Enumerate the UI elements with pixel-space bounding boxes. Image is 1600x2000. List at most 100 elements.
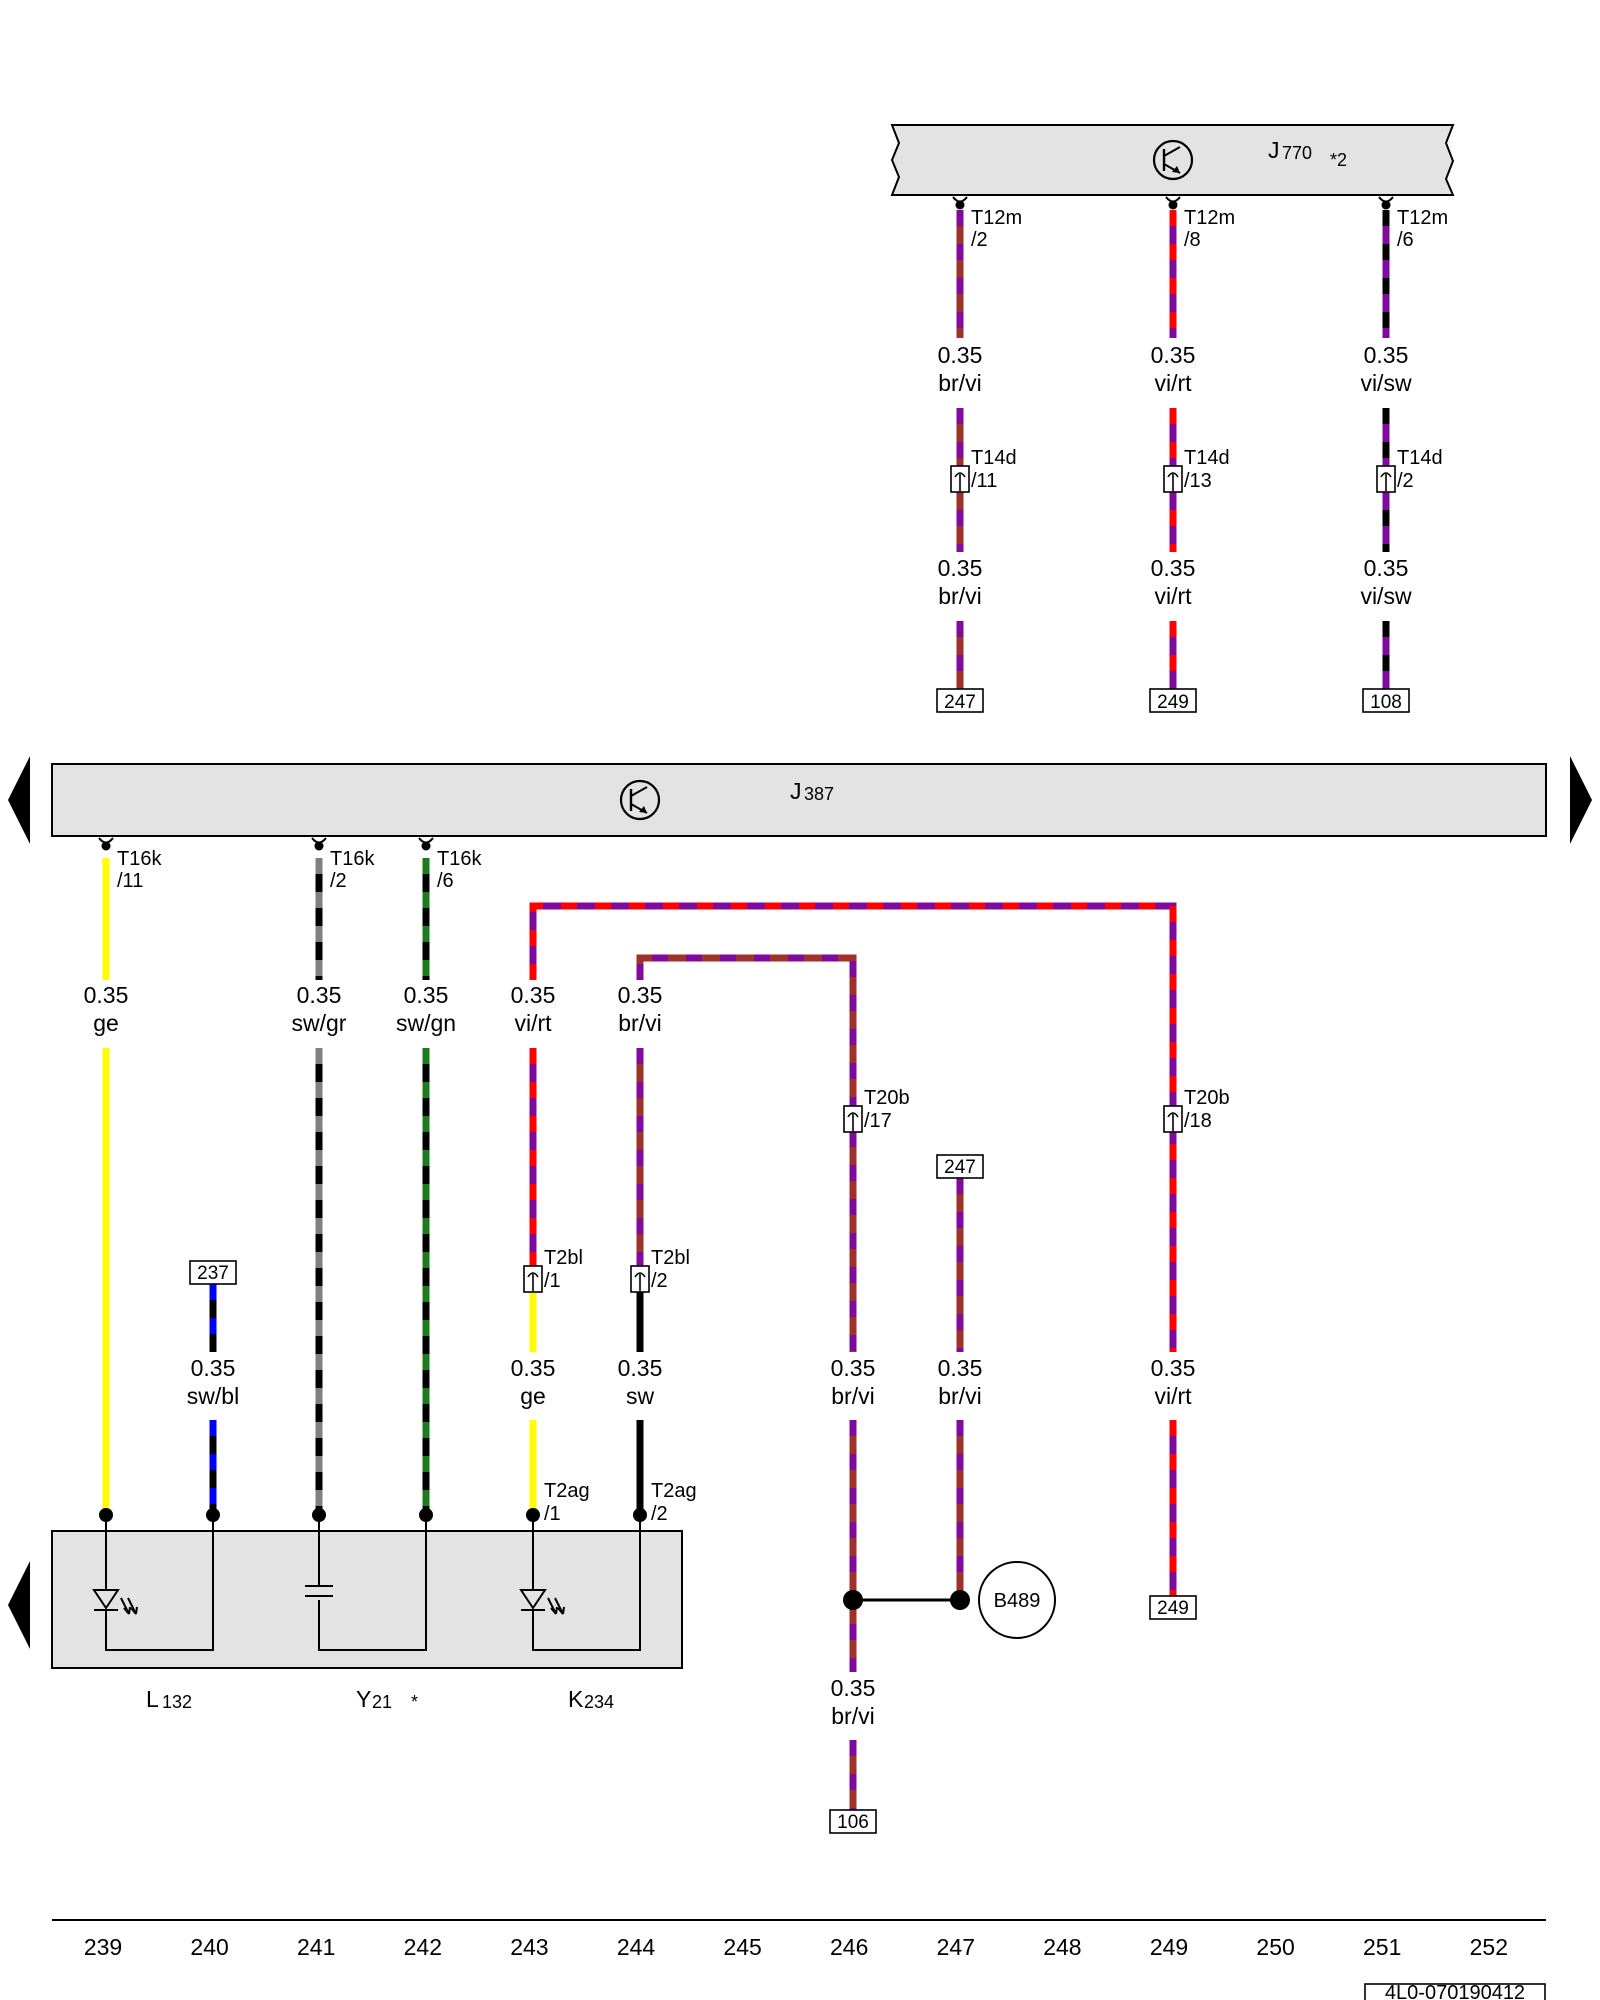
- led-icon: [519, 1589, 565, 1615]
- t16k-6-pin: /6: [437, 870, 454, 892]
- wire-color: br/vi: [831, 1703, 874, 1729]
- wire-color: br/vi: [831, 1383, 874, 1409]
- b489-label: B489: [994, 1590, 1041, 1612]
- ref-box[interactable]: 108: [1362, 688, 1410, 713]
- t2ag-2-pin: /2: [651, 1503, 668, 1525]
- t12m-2-name: T12m: [971, 207, 1022, 229]
- column-number: 250: [1256, 1934, 1294, 1960]
- wire-color: vi/sw: [1360, 583, 1412, 609]
- arrow-left-icon: [8, 756, 30, 844]
- t14d-2-pin: /2: [1397, 470, 1414, 492]
- ref-box[interactable]: 249: [1149, 1595, 1197, 1620]
- wire-size: 0.35: [938, 555, 983, 581]
- wire-size: 0.35: [84, 982, 129, 1008]
- wire-size: 0.35: [618, 982, 663, 1008]
- diagram-id-box: 4L0-070190412: [1364, 1982, 1546, 2000]
- column-number: 249: [1150, 1934, 1188, 1960]
- pin-t12m-6: [1378, 196, 1394, 211]
- t12m-6-pin: /6: [1397, 229, 1414, 251]
- panel-terminals: [99, 1508, 647, 1522]
- wire-size: 0.35: [1151, 555, 1196, 581]
- j387-label-main: J: [790, 778, 802, 804]
- pin-t16k-2: [311, 837, 327, 852]
- ref-label: 106: [837, 1812, 869, 1833]
- plug-t14d-2: [1376, 465, 1396, 493]
- l132-label-sub: 132: [162, 1692, 192, 1712]
- plug-t20b-18: [1163, 1105, 1183, 1133]
- ref-box[interactable]: 106: [829, 1809, 877, 1834]
- junction-b489: B489: [843, 1561, 1056, 1639]
- wire-color: sw/bl: [187, 1383, 239, 1409]
- control-unit-j770: J 770 *2: [890, 124, 1455, 196]
- t12m-8-pin: /8: [1184, 229, 1201, 251]
- column-number: 243: [510, 1934, 548, 1960]
- t2ag-1-name: T2ag: [544, 1480, 590, 1502]
- wire-color: vi/rt: [1154, 1383, 1192, 1409]
- wire-color: vi/rt: [1154, 370, 1192, 396]
- wire-br-vi-stripe: [636, 954, 857, 1352]
- t2bl-1-name: T2bl: [544, 1247, 583, 1269]
- wire-size: 0.35: [831, 1355, 876, 1381]
- t14d-11-name: T14d: [971, 447, 1017, 469]
- t12m-8-name: T12m: [1184, 207, 1235, 229]
- wire-size: 0.35: [404, 982, 449, 1008]
- t2bl-2-pin: /2: [651, 1270, 668, 1292]
- wire-color: sw: [626, 1383, 655, 1409]
- t12m-2-pin: /2: [971, 229, 988, 251]
- wire-size: 0.35: [1364, 342, 1409, 368]
- ref-box[interactable]: 249: [1149, 688, 1197, 713]
- column-number: 241: [297, 1934, 335, 1960]
- t20b-18-name: T20b: [1184, 1087, 1230, 1109]
- wire-size: 0.35: [297, 982, 342, 1008]
- t2bl-1-pin: /1: [544, 1270, 561, 1292]
- ref-box[interactable]: 247: [936, 1154, 984, 1179]
- diagram-id: 4L0-070190412: [1385, 1982, 1525, 2000]
- control-unit-j387: J 387: [8, 756, 1592, 844]
- column-number: 242: [404, 1934, 442, 1960]
- t16k-2-pin: /2: [330, 870, 347, 892]
- wire-size: 0.35: [1151, 1355, 1196, 1381]
- pin-t12m-2: [952, 196, 968, 211]
- ref-box[interactable]: 247: [936, 688, 984, 713]
- j770-label-main: J: [1268, 137, 1280, 163]
- t16k-11-pin: /11: [117, 870, 143, 892]
- j770-note: *2: [1330, 150, 1347, 170]
- plug-t14d-11: [950, 465, 970, 493]
- y21-label-main: Y: [356, 1686, 371, 1712]
- wire-br-vi: [636, 954, 857, 1352]
- led-icon: [92, 1589, 138, 1615]
- column-number: 244: [617, 1934, 656, 1960]
- t14d-2-name: T14d: [1397, 447, 1443, 469]
- t16k-2-name: T16k: [330, 848, 375, 870]
- pin-t16k-6: [418, 837, 434, 852]
- y21-note: *: [411, 1692, 418, 1712]
- wire-color: sw/gr: [292, 1010, 347, 1036]
- t2ag-2-name: T2ag: [651, 1480, 697, 1502]
- column-number: 239: [84, 1934, 122, 1960]
- pin-t16k-11: [98, 837, 114, 852]
- wire-size: 0.35: [831, 1675, 876, 1701]
- wire-size: 0.35: [938, 1355, 983, 1381]
- k234-label-sub: 234: [584, 1692, 614, 1712]
- wire-color: ge: [520, 1383, 546, 1409]
- t16k-11-name: T16k: [117, 848, 162, 870]
- column-number: 245: [723, 1934, 761, 1960]
- wire-size: 0.35: [511, 982, 556, 1008]
- j770-label-sub: 770: [1282, 143, 1312, 163]
- wire-color: br/vi: [938, 583, 981, 609]
- t12m-6-name: T12m: [1397, 207, 1448, 229]
- t20b-17-pin: /17: [864, 1110, 892, 1132]
- wire-color: vi/rt: [1154, 583, 1192, 609]
- wire-size: 0.35: [618, 1355, 663, 1381]
- plug-t2bl-2: [630, 1265, 650, 1293]
- wire-color: br/vi: [938, 370, 981, 396]
- column-number: 246: [830, 1934, 868, 1960]
- wire-color: vi/sw: [1360, 370, 1412, 396]
- j387-label-sub: 387: [804, 784, 834, 804]
- ref-label: 247: [944, 692, 976, 713]
- arrow-right-icon: [1570, 756, 1592, 844]
- column-number: 240: [190, 1934, 228, 1960]
- ref-box[interactable]: 237: [189, 1260, 237, 1285]
